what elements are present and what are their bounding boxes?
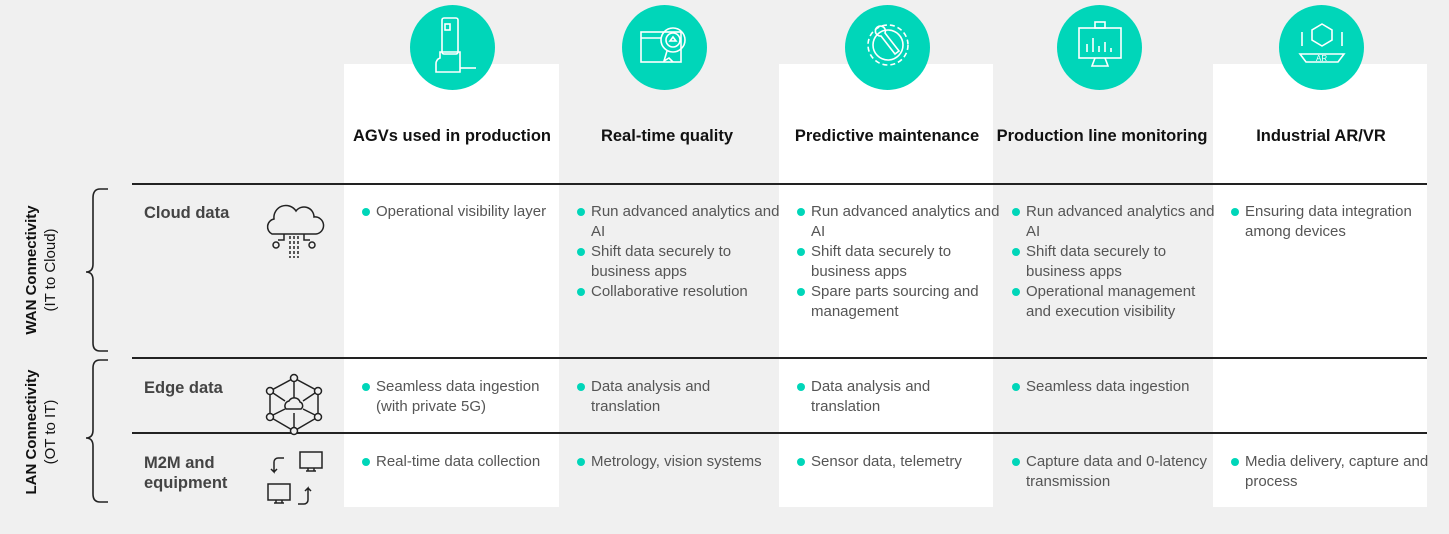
group-braces: [85, 188, 108, 503]
monitor-chart-icon: [1073, 20, 1127, 75]
gear-wrench-icon: [861, 18, 915, 77]
lan-brace: [85, 359, 108, 503]
column-title: AGVs used in production: [352, 127, 551, 145]
bullet-item: Media delivery, capture and process: [1229, 452, 1434, 492]
cell-bullet-list: Media delivery, capture and process: [1229, 452, 1434, 492]
bullet-item: Operational visibility layer: [360, 202, 565, 222]
bullet-item: Ensuring data integration among devices: [1229, 202, 1434, 242]
bullet-item: Capture data and 0-latency transmission: [1010, 452, 1215, 492]
column-title: Industrial AR/VR: [1256, 127, 1386, 145]
cell-bullet-list: Seamless data ingestion: [1010, 377, 1215, 397]
machine-to-machine-icon: [262, 448, 328, 515]
column-icon-circle: [845, 5, 930, 90]
cell-bullet-list: Data analysis and translation: [795, 377, 1000, 417]
bullet-item: Shift data securely to business apps: [575, 242, 780, 282]
quality-badge-icon: [637, 20, 693, 75]
cell-bullet-list: Sensor data, telemetry: [795, 452, 1000, 472]
wan-brace: [85, 188, 108, 352]
column-icon-circle: [622, 5, 707, 90]
column-icon-circle: [410, 5, 495, 90]
bullet-item: Data analysis and translation: [795, 377, 1000, 417]
bullet-item: Sensor data, telemetry: [795, 452, 1000, 472]
cell-bullet-list: Capture data and 0-latency transmission: [1010, 452, 1215, 492]
bullet-item: Run advanced analytics and AI: [575, 202, 780, 242]
bullet-item: Run advanced analytics and AI: [795, 202, 1000, 242]
lan-group-label: LAN Connectivity(OT to IT): [23, 369, 59, 495]
cell-bullet-list: Operational visibility layer: [360, 202, 565, 222]
bullet-item: Seamless data ingestion: [1010, 377, 1215, 397]
cell-bullet-list: Seamless data ingestion (with private 5G…: [360, 377, 565, 417]
agv-forklift-icon: [428, 14, 478, 81]
edge-network-icon: [262, 373, 326, 442]
cell-bullet-list: Ensuring data integration among devices: [1229, 202, 1434, 242]
svg-text:AR: AR: [1316, 54, 1327, 63]
column-title: Production line monitoring: [996, 127, 1208, 145]
bullet-item: Shift data securely to business apps: [795, 242, 1000, 282]
row-divider: [132, 432, 1427, 434]
column-title: Predictive maintenance: [794, 127, 980, 145]
cell-bullet-list: Metrology, vision systems: [575, 452, 780, 472]
column-icon-circle: AR: [1279, 5, 1364, 90]
column-title: Real-time quality: [600, 127, 734, 145]
row-label: Edge data: [144, 379, 223, 397]
bullet-item: Seamless data ingestion (with private 5G…: [360, 377, 565, 417]
bullet-item: Data analysis and translation: [575, 377, 780, 417]
bullet-item: Spare parts sourcing and management: [795, 282, 1000, 322]
ar-cube-icon: AR: [1294, 20, 1350, 75]
row-label: M2M and equipment: [144, 454, 228, 492]
bullet-item: Run advanced analytics and AI: [1010, 202, 1215, 242]
cell-bullet-list: Data analysis and translation: [575, 377, 780, 417]
bullet-item: Metrology, vision systems: [575, 452, 780, 472]
cloud-icon: [262, 198, 326, 265]
row-divider: [132, 183, 1427, 185]
bullet-item: Collaborative resolution: [575, 282, 780, 302]
bullet-item: Operational management and execution vis…: [1010, 282, 1215, 322]
bullet-item: Shift data securely to business apps: [1010, 242, 1215, 282]
wan-group-label: WAN Connectivity(IT to Cloud): [23, 205, 59, 335]
row-divider: [132, 357, 1427, 359]
row-label: Cloud data: [144, 204, 230, 222]
bullet-item: Real-time data collection: [360, 452, 565, 472]
cell-bullet-list: Real-time data collection: [360, 452, 565, 472]
column-icon-circle: [1057, 5, 1142, 90]
